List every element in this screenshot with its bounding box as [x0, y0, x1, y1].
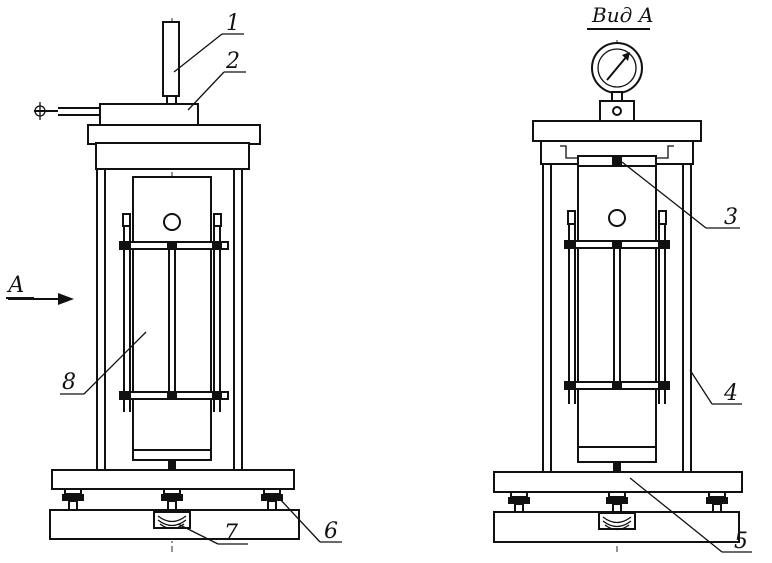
callout-1: 1	[226, 11, 240, 36]
sample-cylinder-side	[577, 165, 657, 463]
leveling-screws-left	[62, 488, 283, 511]
callout-8: 8	[62, 370, 76, 395]
top-plate-side	[532, 120, 702, 142]
lower-plate-side	[493, 471, 743, 493]
dial-indicator-body	[162, 21, 180, 97]
callout-5: 5	[734, 529, 748, 554]
front-view	[34, 18, 300, 552]
callout-3: 3	[724, 205, 738, 230]
top-plate	[87, 124, 261, 145]
callout-4: 4	[723, 381, 738, 406]
view-title-group: Вид А	[587, 3, 654, 30]
head-block	[99, 103, 199, 127]
view-arrow: А	[6, 273, 74, 305]
side-view	[493, 40, 743, 552]
view-arrow-label: А	[6, 273, 25, 298]
callout-6: 6	[324, 519, 338, 544]
lower-plate	[51, 469, 295, 490]
callout-2: 2	[225, 49, 240, 74]
view-title: Вид А	[591, 3, 654, 27]
callout-7: 7	[224, 521, 238, 546]
